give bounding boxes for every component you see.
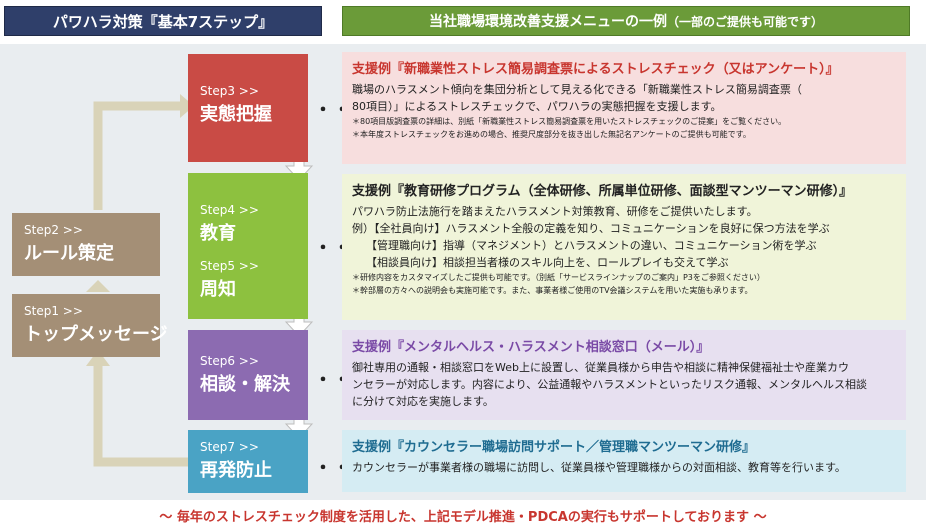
card-stress-check-note1: ＊80項目版調査票の詳細は、別紙「新職業性ストレス簡易調査票を用いたストレスチェ… [352, 117, 787, 126]
card-stress-check-title: 支援例『新職業性ストレス簡易調査票によるストレスチェック（又はアンケート）』 [352, 62, 839, 77]
loop-arrow-bottom-head [86, 350, 110, 366]
step6-title: 相談・解決 [200, 374, 290, 395]
step5-label: Step5 >> [200, 259, 259, 273]
card-training-note2: ＊幹部層の方々への説明会も実施可能です。また、事業者様ご使用のTV会議システムを… [352, 286, 753, 295]
loop-arrow-top-head [180, 94, 194, 118]
card-stress-check-body-line2: 80項目）」によるストレスチェックで、パワハラの実態把握を支援します。 [352, 100, 722, 113]
card-stress-check-body-line1: 職場のハラスメント傾向を集団分析として見える化できる「新職業性ストレス簡易調査票… [352, 83, 802, 96]
step1-box: Step1 >> トップメッセージ [12, 294, 168, 357]
step3-label: Step3 >> [200, 84, 259, 98]
header-support-menu-main: 当社職場環境改善支援メニューの一例 [428, 14, 667, 30]
step7-box: Step7 >> 再発防止 [188, 430, 308, 493]
card-consultation-body-line2: ンセラーが対応します。内容により、公益通報やハラスメントといったリスク通報、メン… [352, 378, 868, 391]
card-training-example3: 【相談員向け】相談担当者様のスキル向上を、ロールプレイも交えて学ぶ [366, 256, 729, 269]
step1-label: Step1 >> [24, 304, 83, 318]
card-consultation-body-line3: に分けて対応を実施します。 [352, 395, 494, 408]
header-support-menu: 当社職場環境改善支援メニューの一例（一部のご提供も可能です） [342, 6, 910, 36]
card-training-title: 支援例『教育研修プログラム（全体研修、所属単位研修、面談型マンツーマン研修）』 [352, 184, 853, 199]
header-basic-steps-text: パワハラ対策『基本7ステップ』 [52, 12, 274, 31]
arrow-step1-to-step2 [86, 280, 110, 292]
header-support-menu-sub: （一部のご提供も可能です） [666, 14, 823, 29]
step5-title: 周知 [200, 279, 236, 300]
card-stress-check-body: 職場のハラスメント傾向を集団分析として見える化できる「新職業性ストレス簡易調査票… [352, 81, 896, 115]
step2-box: Step2 >> ルール策定 [12, 213, 160, 276]
card-visit-support-title: 支援例『カウンセラー職場訪問サポート／管理職マンツーマン研修』 [352, 440, 756, 455]
header-basic-steps: パワハラ対策『基本7ステップ』 [4, 6, 322, 36]
card-training-note1: ＊研修内容をカスタマイズしたご提供も可能です。（別紙「サービスラインナップのご案… [352, 273, 765, 282]
card-stress-check-note2: ＊本年度ストレスチェックをお進めの場合、推奨尺度部分を抜き出した無記名アンケート… [352, 130, 751, 139]
step1-title: トップメッセージ [24, 324, 168, 345]
card-consultation: 支援例『メンタルヘルス・ハラスメント相談窓口（メール）』 御社専用の通報・相談窓… [342, 330, 906, 420]
card-consultation-title: 支援例『メンタルヘルス・ハラスメント相談窓口（メール）』 [352, 340, 710, 355]
step2-title: ルール策定 [24, 243, 114, 264]
card-visit-support: 支援例『カウンセラー職場訪問サポート／管理職マンツーマン研修』 カウンセラーが事… [342, 430, 906, 492]
step4-label: Step4 >> [200, 203, 259, 217]
card-consultation-body-line1: 御社専用の通報・相談窓口をWeb上に設置し、従業員様から申告や相談に精神保健福祉… [352, 361, 849, 374]
step4-title: 教育 [200, 223, 236, 244]
step7-title: 再発防止 [200, 460, 272, 481]
card-training: 支援例『教育研修プログラム（全体研修、所属単位研修、面談型マンツーマン研修）』 … [342, 174, 906, 320]
step6-box: Step6 >> 相談・解決 [188, 330, 308, 420]
card-visit-support-body-line1: カウンセラーが事業者様の職場に訪問し、従業員様や管理職様からの対面相談、教育等を… [352, 461, 846, 474]
card-training-notes: ＊研修内容をカスタマイズしたご提供も可能です。（別紙「サービスラインナップのご案… [352, 271, 896, 297]
card-consultation-body: 御社専用の通報・相談窓口をWeb上に設置し、従業員様から申告や相談に精神保健福祉… [352, 359, 896, 410]
card-stress-check: 支援例『新職業性ストレス簡易調査票によるストレスチェック（又はアンケート）』 職… [342, 52, 906, 164]
card-training-body: パワハラ防止法施行を踏まえたハラスメント対策教育、研修をご提供いたします。 例）… [352, 203, 896, 271]
step6-label: Step6 >> [200, 354, 259, 368]
step3-box: Step3 >> 実態把握 [188, 54, 308, 162]
step3-title: 実態把握 [200, 104, 272, 125]
step7-label: Step7 >> [200, 440, 259, 454]
card-visit-support-body: カウンセラーが事業者様の職場に訪問し、従業員様や管理職様からの対面相談、教育等を… [352, 459, 896, 476]
loop-arrow-top [93, 101, 184, 210]
step2-label: Step2 >> [24, 223, 83, 237]
footer-message: ～ 毎年のストレスチェック制度を活用した、上記モデル推進・PDCAの実行もサポー… [159, 510, 767, 525]
card-training-body-line1: パワハラ防止法施行を踏まえたハラスメント対策教育、研修をご提供いたします。 [352, 205, 758, 218]
loop-arrow-bottom [93, 364, 188, 467]
card-stress-check-notes: ＊80項目版調査票の詳細は、別紙「新職業性ストレス簡易調査票を用いたストレスチェ… [352, 115, 896, 141]
card-training-example2: 【管理職向け】指導（マネジメント）とハラスメントの違い、コミュニケーション術を学… [366, 239, 817, 252]
card-training-example1: 例）【全社員向け】ハラスメント全般の定義を知り、コミュニケーションを良好に保つ方… [352, 222, 830, 235]
step45-box: Step4 >> 教育 Step5 >> 周知 [188, 173, 308, 319]
